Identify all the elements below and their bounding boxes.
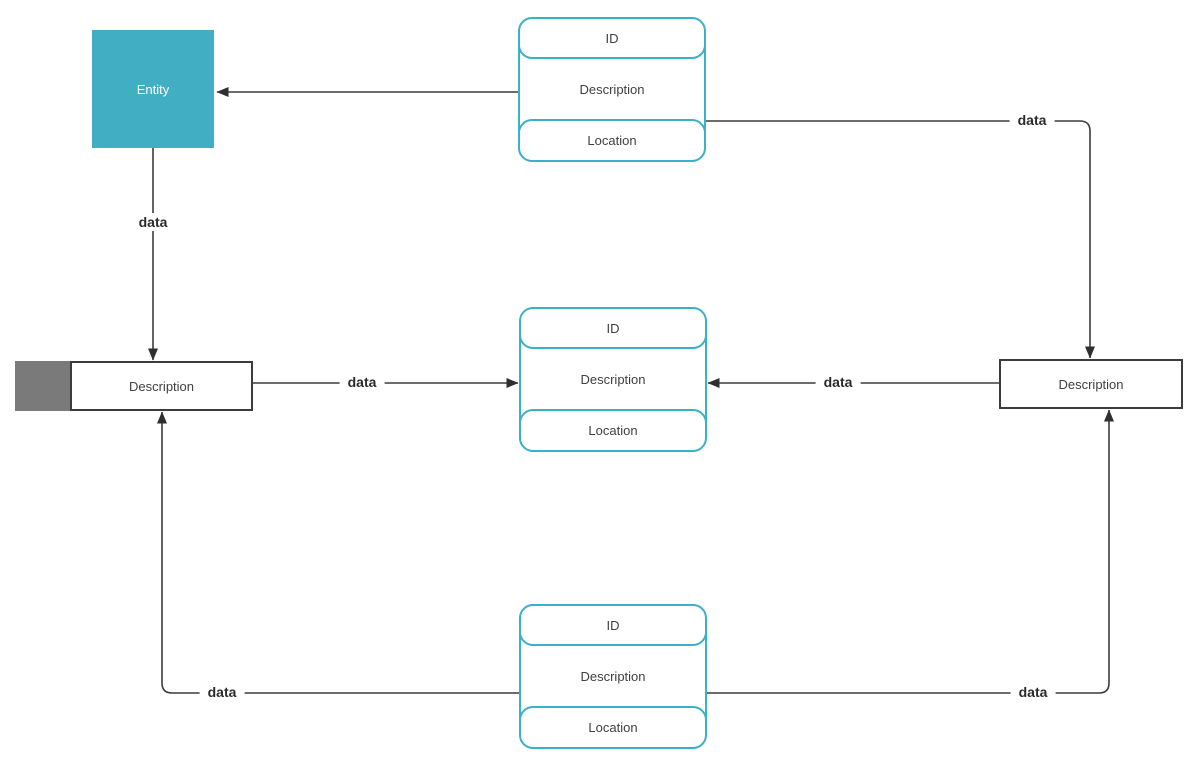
process-middle-location-field[interactable]: Location bbox=[519, 409, 707, 452]
data-store-gray-tab[interactable] bbox=[15, 361, 70, 411]
process-middle-id-label: ID bbox=[606, 320, 620, 336]
external-entity-right-label: Description bbox=[1058, 376, 1124, 392]
edge-label-top-to-right[interactable]: data bbox=[1009, 111, 1055, 129]
process-bottom-description-field[interactable]: Description bbox=[521, 646, 705, 706]
process-bottom-location-label: Location bbox=[588, 720, 638, 735]
edge-top-process-to-right-external[interactable] bbox=[706, 120, 1095, 359]
process-top-description-label: Description bbox=[579, 81, 645, 97]
edge-label-bottom-to-store[interactable]: data bbox=[199, 683, 245, 701]
edge-bottom-process-to-right-external[interactable] bbox=[707, 409, 1114, 694]
edge-label-bottom-to-right[interactable]: data bbox=[1010, 683, 1056, 701]
process-bottom-description-label: Description bbox=[580, 668, 646, 684]
process-middle-id-field[interactable]: ID bbox=[519, 307, 707, 349]
process-bottom-id-field[interactable]: ID bbox=[519, 604, 707, 646]
process-bottom[interactable]: ID Description Location bbox=[519, 604, 707, 749]
process-top-id-label: ID bbox=[605, 30, 619, 46]
process-middle[interactable]: ID Description Location bbox=[519, 307, 707, 452]
process-top-location-field[interactable]: Location bbox=[518, 119, 706, 162]
process-top-location-label: Location bbox=[587, 133, 637, 148]
process-middle-location-label: Location bbox=[588, 423, 638, 438]
process-bottom-id-label: ID bbox=[606, 617, 620, 633]
edge-label-entity-to-store[interactable]: data bbox=[130, 213, 176, 231]
process-bottom-location-field[interactable]: Location bbox=[519, 706, 707, 749]
edge-label-store-to-middle[interactable]: data bbox=[339, 373, 385, 391]
process-top[interactable]: ID Description Location bbox=[518, 17, 706, 162]
entity-label: Entity bbox=[136, 81, 170, 97]
process-middle-description-field[interactable]: Description bbox=[521, 349, 705, 409]
data-store-label-box[interactable]: Description bbox=[70, 361, 253, 411]
edge-label-right-to-middle[interactable]: data bbox=[815, 373, 861, 391]
process-middle-description-label: Description bbox=[580, 371, 646, 387]
external-entity-right[interactable]: Description bbox=[999, 359, 1183, 409]
process-top-description-field[interactable]: Description bbox=[520, 59, 704, 119]
entity-node[interactable]: Entity bbox=[92, 30, 214, 148]
edge-bottom-process-to-data-store[interactable] bbox=[157, 411, 519, 694]
data-store-label: Description bbox=[128, 378, 195, 394]
process-top-id-field[interactable]: ID bbox=[518, 17, 706, 59]
